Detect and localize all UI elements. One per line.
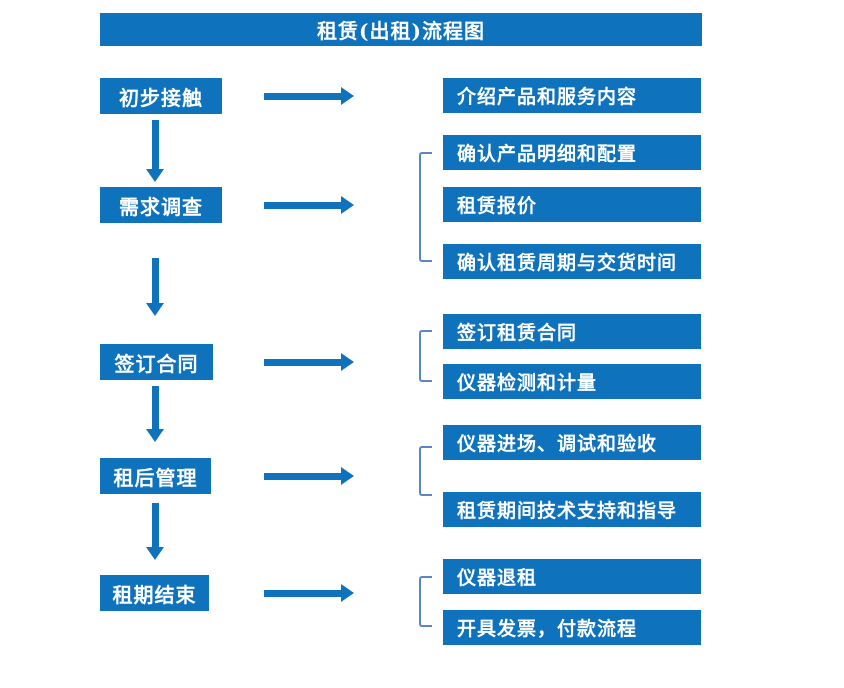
right-arrow-shaft xyxy=(264,359,343,366)
step-box-post-rental-management: 租后管理 xyxy=(100,458,211,494)
detail-box: 仪器检测和计量 xyxy=(443,364,701,399)
right-arrow-shaft xyxy=(264,93,343,100)
right-arrowhead-icon xyxy=(341,467,354,485)
down-arrowhead-icon xyxy=(146,429,164,442)
step-box-demand-survey: 需求调查 xyxy=(100,187,222,223)
right-arrow-2 xyxy=(264,196,354,214)
right-arrowhead-icon xyxy=(341,196,354,214)
right-arrow-shaft xyxy=(264,473,343,480)
group-bracket-sign-contract xyxy=(419,330,432,382)
group-bracket-post-rental xyxy=(419,446,432,496)
down-arrow-shaft xyxy=(152,258,159,304)
step-box-initial-contact: 初步接触 xyxy=(100,78,222,114)
detail-box: 确认产品明细和配置 xyxy=(443,135,701,170)
right-arrowhead-icon xyxy=(341,353,354,371)
step-box-rental-end: 租期结束 xyxy=(100,575,209,611)
detail-box: 仪器进场、调试和验收 xyxy=(443,425,701,460)
right-arrow-shaft xyxy=(264,590,343,597)
down-arrow-3 xyxy=(146,386,164,442)
detail-box: 介绍产品和服务内容 xyxy=(443,78,701,113)
right-arrow-3 xyxy=(264,353,354,371)
down-arrowhead-icon xyxy=(146,547,164,560)
detail-box: 租赁期间技术支持和指导 xyxy=(443,492,701,527)
right-arrow-1 xyxy=(264,87,354,105)
down-arrow-2 xyxy=(146,258,164,316)
group-bracket-rental-end xyxy=(419,576,432,627)
group-bracket-demand-survey xyxy=(419,152,432,262)
down-arrow-1 xyxy=(146,120,164,182)
right-arrowhead-icon xyxy=(341,584,354,602)
down-arrow-shaft xyxy=(152,120,159,170)
right-arrow-4 xyxy=(264,467,354,485)
right-arrowhead-icon xyxy=(341,87,354,105)
detail-box: 签订租赁合同 xyxy=(443,314,701,349)
right-arrow-5 xyxy=(264,584,354,602)
down-arrowhead-icon xyxy=(146,303,164,316)
down-arrow-4 xyxy=(146,503,164,560)
down-arrow-shaft xyxy=(152,503,159,548)
down-arrowhead-icon xyxy=(146,169,164,182)
detail-box: 租赁报价 xyxy=(443,187,701,222)
flowchart-title: 租赁(出租)流程图 xyxy=(100,13,702,46)
detail-box: 开具发票，付款流程 xyxy=(443,610,701,645)
step-box-sign-contract: 签订合同 xyxy=(100,344,213,380)
down-arrow-shaft xyxy=(152,386,159,430)
detail-box: 确认租赁周期与交货时间 xyxy=(443,244,701,279)
right-arrow-shaft xyxy=(264,202,343,209)
detail-box: 仪器退租 xyxy=(443,559,701,594)
